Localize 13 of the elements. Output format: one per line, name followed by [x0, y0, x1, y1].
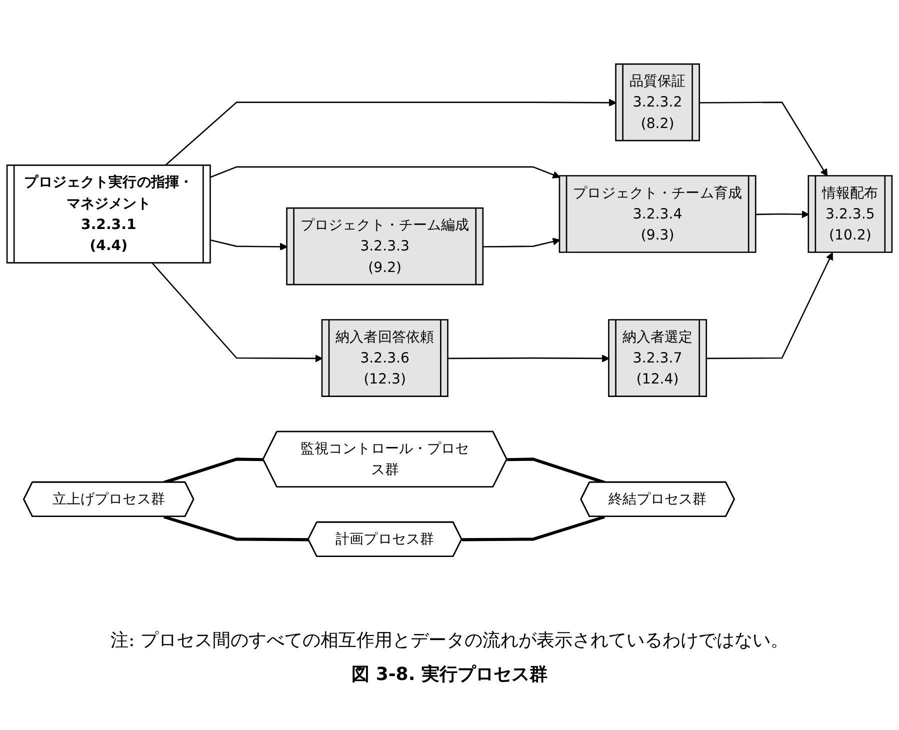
- figure-caption: 図 3-8. 実行プロセス群: [350, 663, 548, 686]
- note-text: 注: プロセス間のすべての相互作用とデータの流れが表示されているわけではない。: [110, 629, 790, 652]
- arrow: [448, 354, 610, 362]
- arrow: [210, 166, 560, 178]
- arrow: [756, 210, 810, 218]
- connector: [163, 515, 309, 541]
- connector: [462, 515, 606, 541]
- arrow: [210, 239, 288, 250]
- arrow: [164, 98, 617, 166]
- arrow: [483, 238, 560, 248]
- arrow: [706, 252, 833, 359]
- arrow: [152, 262, 323, 362]
- arrow: [700, 101, 828, 176]
